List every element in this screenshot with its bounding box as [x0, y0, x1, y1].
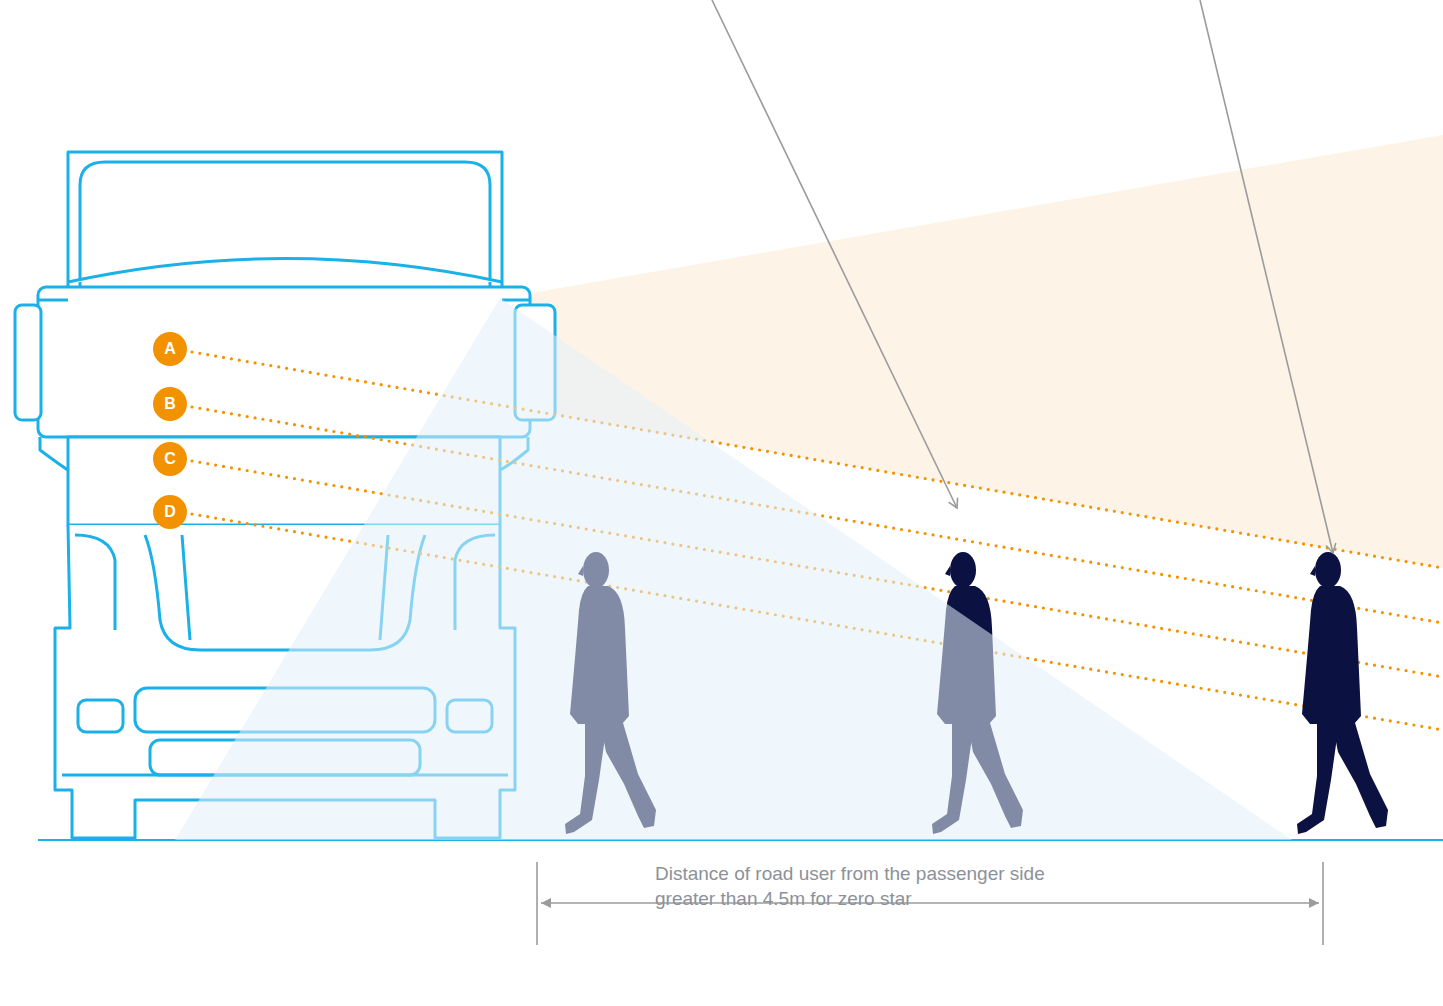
- callout-circle: C: [153, 442, 187, 476]
- mirror-view-cone: [175, 298, 1292, 840]
- callout-letter: D: [164, 504, 176, 520]
- callout-letter: C: [164, 451, 176, 467]
- dimension-bracket: [537, 862, 1323, 945]
- callout-circle: A: [153, 332, 187, 366]
- leader-lines: [712, 0, 1333, 553]
- callout-circle: B: [153, 387, 187, 421]
- callout-letter: A: [164, 341, 176, 357]
- callout-circle: D: [153, 495, 187, 529]
- callout-letter: B: [164, 396, 176, 412]
- dimension-note: Distance of road user from the passenger…: [655, 862, 1095, 911]
